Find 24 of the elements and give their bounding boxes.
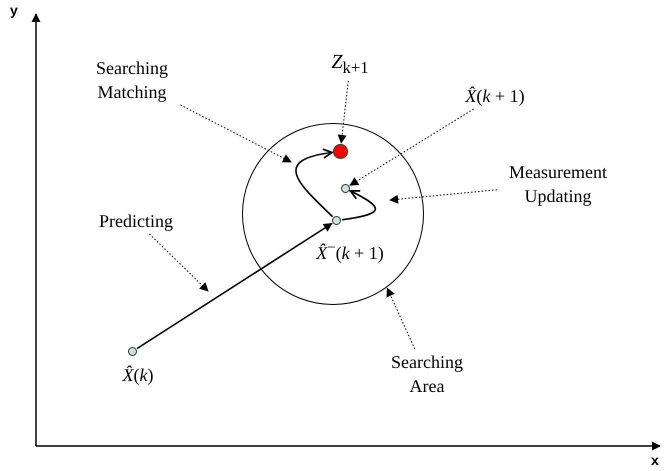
math-label: X̂(k) xyxy=(121,364,154,387)
curved-arrow xyxy=(295,148,334,218)
callout-label: Searching Matching xyxy=(82,56,182,104)
leader-line xyxy=(349,108,474,186)
arrow xyxy=(136,222,333,350)
leader-line xyxy=(338,80,349,144)
state-point xyxy=(128,347,137,356)
math-label: X̂$^{−}$(k + 1) xyxy=(314,239,385,265)
axis-label: y xyxy=(10,2,18,18)
measurement-dot xyxy=(333,144,348,159)
callout-label: Measurement Updating xyxy=(498,160,618,208)
math-label: Z$_{k+1}$ xyxy=(325,50,375,80)
state-point xyxy=(332,216,341,225)
callout-label: Predicting xyxy=(86,209,186,233)
callout-label: Searching Area xyxy=(382,350,472,398)
leader-line xyxy=(389,189,498,204)
leader-line xyxy=(386,287,416,350)
leader-line xyxy=(148,234,209,292)
leader-line xyxy=(180,104,292,162)
state-point xyxy=(341,184,350,193)
math-label: X̂(k + 1) xyxy=(455,84,535,108)
curved-arrow xyxy=(342,190,376,221)
axis-label: x xyxy=(651,452,659,468)
search-area-circle xyxy=(242,123,424,305)
